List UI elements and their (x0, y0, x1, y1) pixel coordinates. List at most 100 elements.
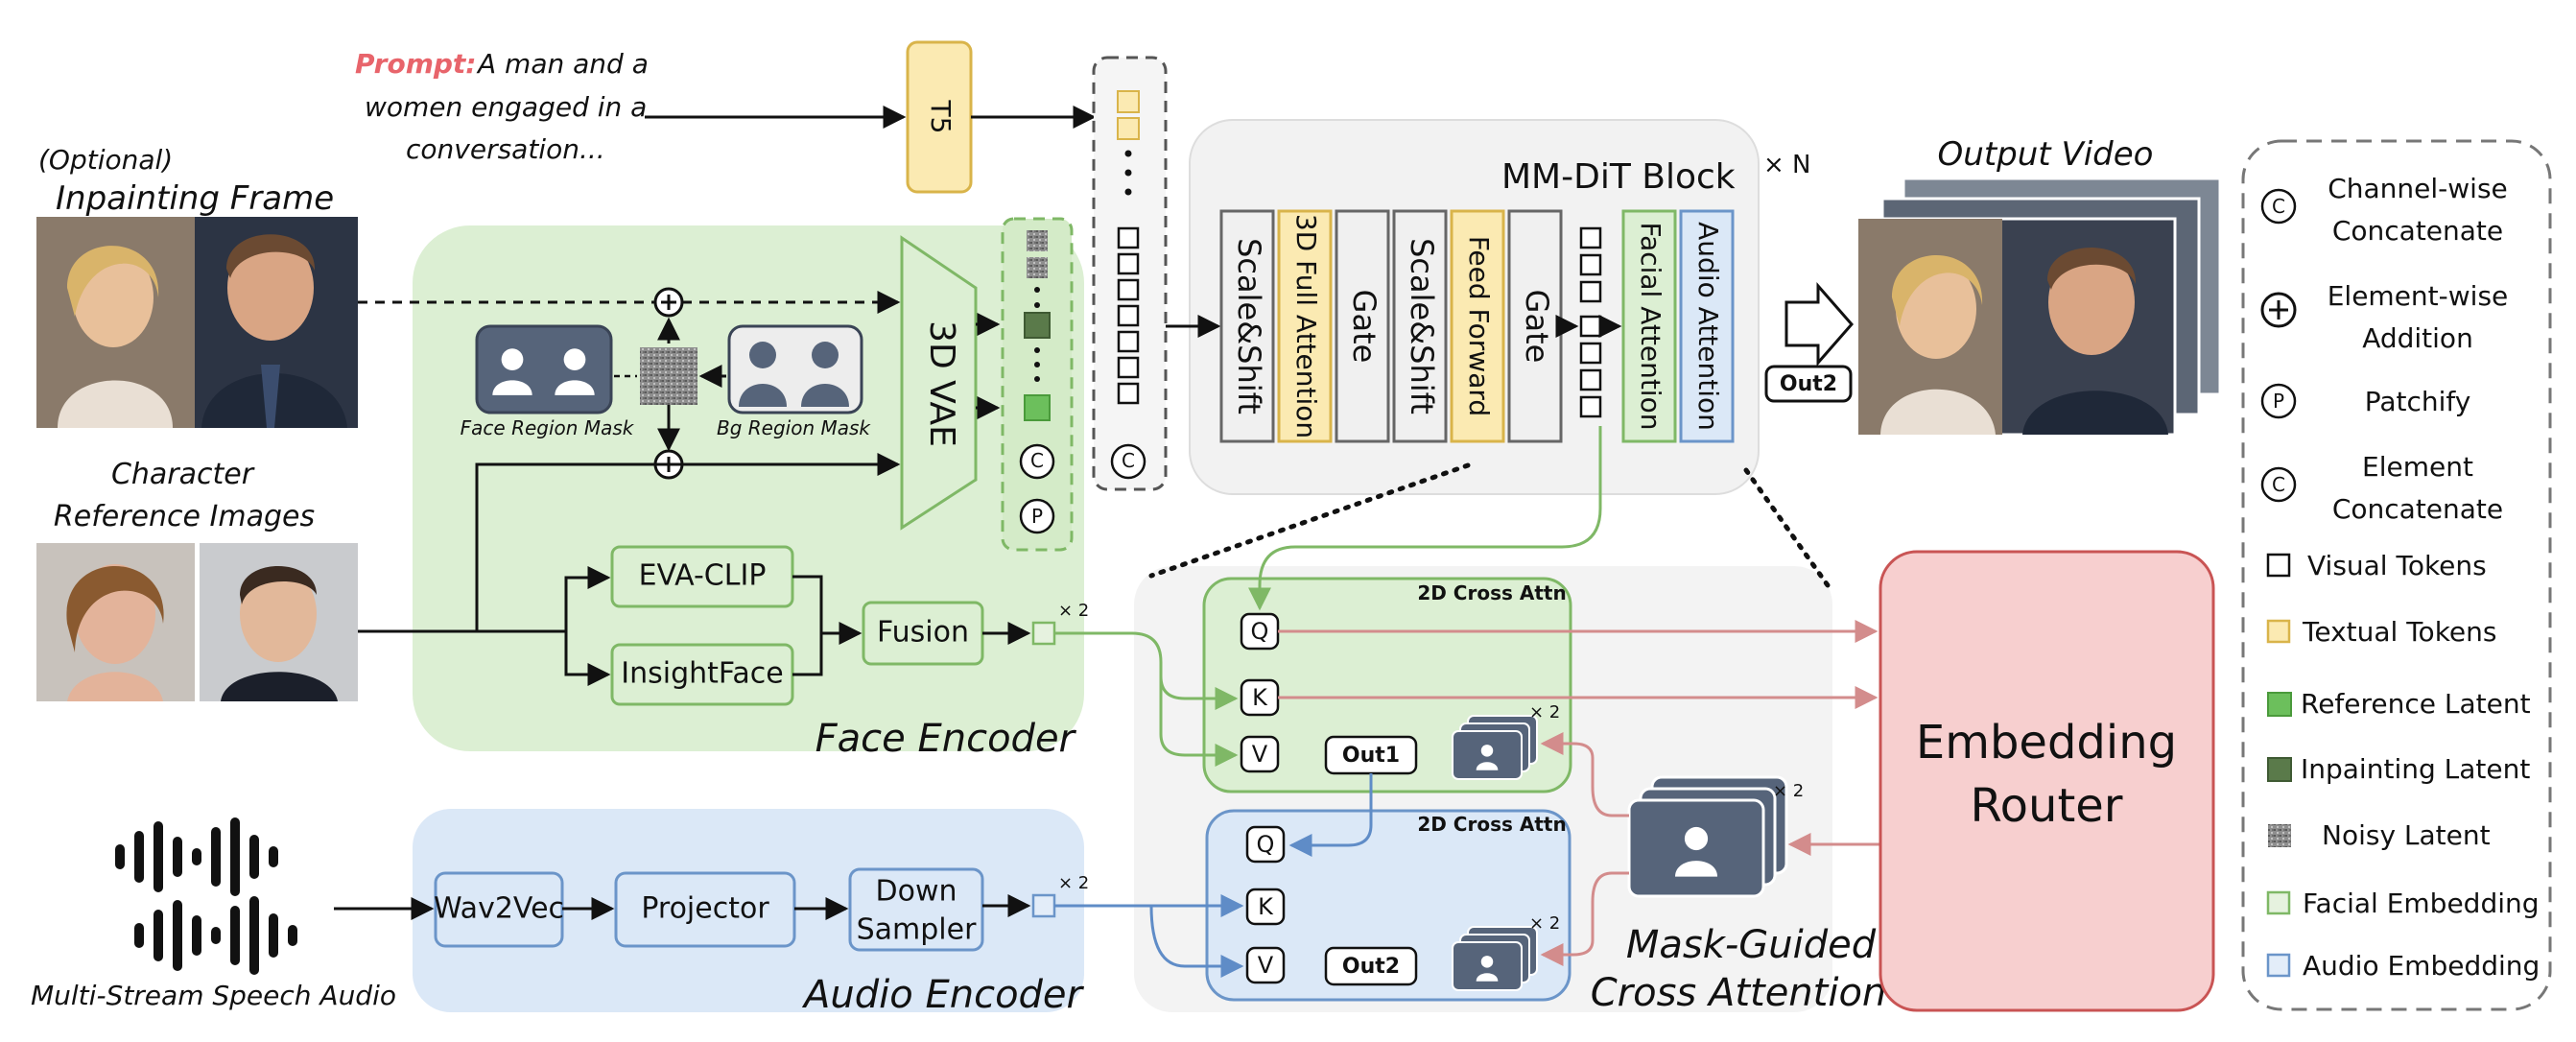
prompt-line2: women engaged in a (365, 91, 647, 123)
mask-mult-main: × 2 (1773, 781, 1804, 801)
v-box-1 (1240, 735, 1280, 773)
legend-reference-latent: Reference Latent (2301, 688, 2531, 720)
q-box-2 (1245, 825, 1286, 864)
legend-facial-embedding: Facial Embedding (2303, 888, 2540, 919)
output-video-frames (1856, 177, 2222, 437)
reference-line2: Reference Images (54, 500, 315, 533)
bg-mask-label: Bg Region Mask (717, 416, 871, 439)
block-gate-1: Gate (1346, 290, 1383, 364)
vae-block (900, 235, 978, 531)
svg-text:P: P (2273, 390, 2284, 413)
reference-line1: Character (111, 458, 255, 491)
mask-stack-1 (1452, 715, 1538, 780)
insightface-label: InsightFace (621, 657, 783, 691)
audio-waveform-icon (115, 817, 297, 975)
cross-attn-title-2: Cross Attention (1591, 971, 1887, 1015)
mask-stack-main (1627, 775, 1788, 898)
svg-text:C: C (1122, 449, 1135, 472)
vae-label: 3D VAE (922, 320, 961, 447)
legend-patchify: Patchify (2365, 386, 2471, 417)
cross-attn-1-title: 2D Cross Attn (1417, 581, 1566, 604)
inpainting-frame-image (36, 217, 358, 428)
mmdit-visual-tokens (1579, 226, 1602, 418)
prompt-line1: A man and a (476, 48, 649, 80)
down-sampler-box (848, 867, 984, 952)
face-mask-label: Face Region Mask (461, 416, 635, 439)
svg-text:C: C (1030, 449, 1044, 472)
facial-attention-label: Facial Attention (1635, 223, 1666, 431)
out2-label: Out2 (1342, 955, 1400, 979)
fusion-label: Fusion (877, 616, 969, 650)
legend-inpainting-latent: Inpainting Latent (2301, 753, 2530, 785)
legend-textual: Textual Tokens (2302, 616, 2496, 648)
audio-encoder-title: Audio Encoder (801, 973, 1084, 1017)
legend-add-2: Addition (2362, 322, 2473, 354)
down-sampler-label-2: Sampler (857, 913, 977, 947)
block-gate-2: Gate (1519, 290, 1555, 364)
legend-add-1: Element-wise (2328, 280, 2509, 312)
down-sampler-label-1: Down (875, 875, 957, 909)
face-encoder-title: Face Encoder (815, 717, 1077, 761)
facial-embedding-token (1031, 621, 1056, 646)
out2-tag (1764, 365, 1853, 403)
audio-embedding-token (1031, 893, 1056, 918)
legend-elem-1: Element (2362, 451, 2473, 483)
mask-stack-2 (1452, 926, 1538, 991)
router-line1: Embedding (1916, 716, 2177, 770)
mask-mult-2: × 2 (1529, 913, 1560, 934)
legend-panel (2241, 139, 2552, 1011)
v-box-2 (1245, 946, 1286, 984)
out1-label: Out1 (1342, 744, 1400, 768)
legend-elem-2: Concatenate (2332, 493, 2503, 525)
eva-clip-label: EVA-CLIP (639, 559, 767, 593)
prompt-label: Prompt: (355, 48, 477, 80)
q-label-2: Q (1257, 831, 1275, 858)
mask-mult-1: × 2 (1529, 702, 1560, 722)
noise-patch (640, 347, 697, 405)
svg-text:P: P (1031, 505, 1043, 528)
audio-input-label: Multi-Stream Speech Audio (31, 980, 396, 1011)
k-label-1: K (1252, 684, 1268, 711)
legend-channel-2: Concatenate (2332, 215, 2503, 247)
block-scale-shift-1: Scale&Shift (1231, 238, 1267, 414)
out2-box (1324, 946, 1418, 986)
audio-mult: × 2 (1058, 873, 1089, 893)
wav2vec-label: Wav2Vec (434, 892, 564, 926)
v-label-1: V (1252, 741, 1268, 768)
t5-label: T5 (925, 100, 957, 134)
mmdit-title: MM-DiT Block (1501, 157, 1736, 197)
audio-attention-block (1679, 209, 1735, 443)
reference-images (36, 543, 358, 701)
out2-tag-label: Out2 (1780, 372, 1837, 396)
router-line2: Router (1970, 779, 2122, 833)
output-video-title: Output Video (1938, 135, 2154, 174)
audio-attention-label: Audio Attention (1692, 222, 1724, 431)
cross-attn-2-title: 2D Cross Attn (1417, 813, 1566, 836)
cross-attn-title-1: Mask-Guided (1626, 923, 1877, 967)
face-mult: × 2 (1058, 601, 1089, 621)
legend-channel-1: Channel-wise (2328, 173, 2508, 204)
block-3d-full-attention: 3D Full Attention (1290, 214, 1322, 438)
v-label-2: V (1258, 952, 1274, 979)
visual-tokens (1117, 226, 1140, 405)
legend-audio-embedding: Audio Embedding (2303, 950, 2540, 982)
legend-noisy-latent: Noisy Latent (2322, 819, 2491, 851)
mmdit-repeat: × N (1763, 151, 1811, 179)
prompt-line3: conversation... (406, 133, 605, 165)
projector-label: Projector (641, 892, 769, 926)
svg-text:C: C (2272, 473, 2285, 496)
latent-column (1001, 217, 1074, 552)
inpaint-optional: (Optional) (38, 144, 173, 176)
inpaint-title: Inpainting Frame (56, 179, 334, 218)
embedding-router (1879, 550, 2215, 1012)
legend-visual: Visual Tokens (2307, 550, 2487, 581)
textual-token (1117, 90, 1140, 113)
textual-token (1117, 117, 1140, 140)
k-label-2: K (1258, 893, 1274, 920)
facial-attention-block (1621, 209, 1677, 443)
k-box-2 (1245, 888, 1286, 926)
block-feed-forward: Feed Forward (1463, 236, 1495, 416)
face-region-mask (475, 324, 613, 414)
q-label-1: Q (1251, 618, 1269, 645)
